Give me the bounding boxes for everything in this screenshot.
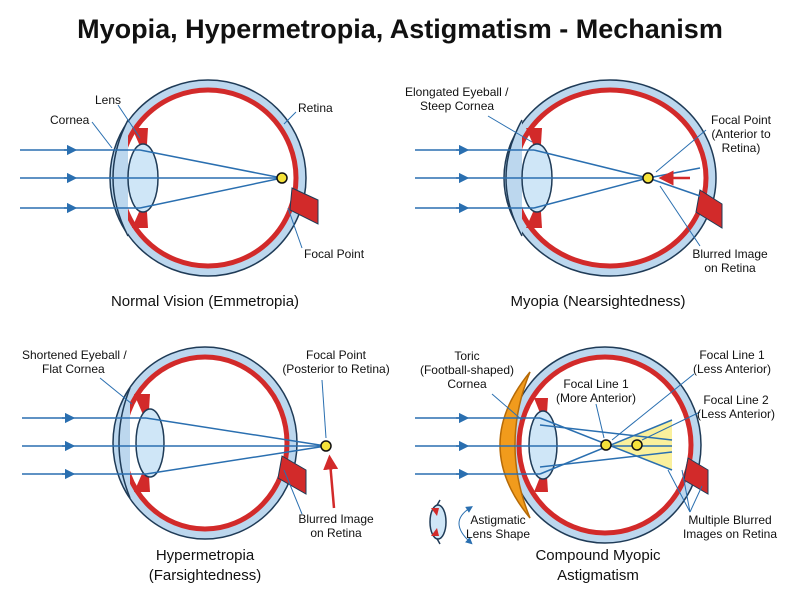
label-lens-shape-1: Astigmatic — [470, 513, 525, 527]
leaders-astig — [491, 373, 703, 513]
leaders-normal — [91, 104, 303, 249]
panel-astig: Toric (Football-shaped) Cornea Focal Lin… — [415, 346, 777, 584]
rays-hyper — [22, 412, 327, 480]
eye-hyper — [112, 346, 307, 540]
page-title: Myopia, Hypermetropia, Astigmatism - Mec… — [77, 14, 723, 44]
label-blurred-myopia-2: on Retina — [704, 261, 756, 275]
label-focal-line-2-2: (Less Anterior) — [697, 407, 775, 421]
caption-hyper-1: Hypermetropia — [156, 547, 255, 564]
label-elongated-1: Elongated Eyeball / — [405, 85, 509, 99]
label-toric-3: Cornea — [447, 377, 487, 391]
caption-hyper-2: (Farsightedness) — [149, 567, 262, 584]
label-cornea: Cornea — [50, 113, 90, 127]
label-focal-point: Focal Point — [304, 247, 365, 261]
label-short-1: Shortened Eyeball / — [22, 348, 127, 362]
label-retina: Retina — [298, 101, 333, 115]
label-lens-shape-2: Lens Shape — [466, 527, 530, 541]
rays-normal — [20, 144, 283, 214]
panel-myopia: Elongated Eyeball / Steep Cornea Focal P… — [405, 79, 772, 310]
focal-line-1-point — [600, 439, 612, 451]
label-blurred-myopia-1: Blurred Image — [692, 247, 768, 261]
caption-astig-2: Astigmatism — [557, 567, 639, 584]
label-focal-line-1-more-1: Focal Line 1 — [563, 377, 629, 391]
panel-normal: Lens Cornea Retina Focal Point Normal Vi… — [20, 79, 365, 310]
panel-hyper: Shortened Eyeball / Flat Cornea Focal Po… — [22, 346, 390, 584]
rays-myopia — [415, 144, 701, 214]
label-lens: Lens — [95, 93, 121, 107]
label-elongated-2: Steep Cornea — [420, 99, 494, 113]
label-multi-blurred-2: Images on Retina — [683, 527, 777, 541]
label-focal-myopia-2: (Anterior to — [711, 127, 771, 141]
astigmatic-lens-inset — [429, 499, 473, 545]
focal-line-2-point — [631, 439, 643, 451]
label-focal-myopia-3: Retina) — [722, 141, 761, 155]
label-focal-myopia-1: Focal Point — [711, 113, 772, 127]
label-short-2: Flat Cornea — [42, 362, 105, 376]
label-toric-1: Toric — [454, 349, 479, 363]
label-focal-hyper-1: Focal Point — [306, 348, 367, 362]
toric-cornea — [499, 371, 531, 519]
label-toric-2: (Football-shaped) — [420, 363, 514, 377]
leaders-myopia — [487, 115, 707, 247]
label-blurred-hyper-2: on Retina — [310, 526, 362, 540]
label-blurred-hyper-1: Blurred Image — [298, 512, 374, 526]
arrow-hyper — [323, 454, 339, 509]
focal-point-normal — [276, 172, 288, 184]
label-focal-line-1-less-2: (Less Anterior) — [693, 362, 771, 376]
label-focal-line-1-less-1: Focal Line 1 — [699, 348, 765, 362]
label-focal-hyper-2: (Posterior to Retina) — [282, 362, 389, 376]
label-multi-blurred-1: Multiple Blurred — [688, 513, 771, 527]
focal-point-myopia — [642, 172, 654, 184]
caption-myopia: Myopia (Nearsightedness) — [510, 293, 685, 310]
label-focal-line-1-more-2: (More Anterior) — [556, 391, 636, 405]
caption-astig-1: Compound Myopic — [535, 547, 661, 564]
label-focal-line-2-1: Focal Line 2 — [703, 393, 769, 407]
caption-normal: Normal Vision (Emmetropia) — [111, 293, 299, 310]
leaders-hyper — [99, 377, 327, 515]
focal-point-hyper — [320, 440, 332, 452]
